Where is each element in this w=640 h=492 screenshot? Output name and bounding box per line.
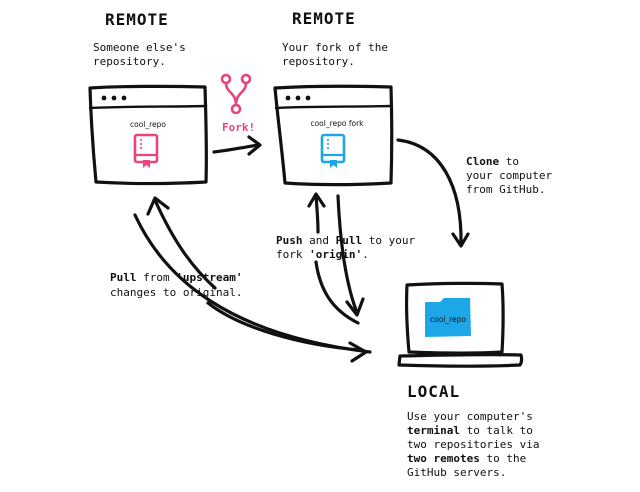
terminal-keyword: terminal: [407, 424, 460, 437]
fork-label: Fork!: [222, 121, 255, 134]
local-folder-icon: cool_repo: [425, 298, 471, 337]
push-pull-note-line2: fork 'origin'.: [276, 248, 369, 261]
clone-arrow: [396, 138, 470, 248]
and-text: and: [303, 234, 336, 247]
window-dot-icon: [111, 95, 117, 101]
upstream-remote-name: 'upstream': [176, 271, 242, 284]
push-pull-note-line1: Push and Pull to your: [276, 234, 415, 247]
local-note-line4-rest: to the: [480, 452, 526, 465]
window-dot-icon: [121, 95, 127, 101]
local-note-line5: GitHub servers.: [407, 466, 506, 479]
local-note-line2-rest: to talk to: [460, 424, 533, 437]
origin-browser-window: cool_repo fork: [273, 84, 394, 187]
fork-arrow: [212, 135, 262, 156]
fork-prefix-text: fork: [276, 248, 309, 261]
push-keyword: Push: [276, 234, 303, 247]
local-note-line4: two remotes to the: [407, 452, 526, 465]
clone-note-line1: Clone to: [466, 155, 519, 168]
upstream-heading: REMOTE: [105, 10, 169, 29]
window-dot-icon: [305, 95, 311, 101]
pull-keyword: Pull: [336, 234, 363, 247]
local-heading: LOCAL: [407, 382, 460, 401]
window-dot-icon: [295, 95, 301, 101]
pull-upstream-keyword: Pull: [110, 271, 137, 284]
upstream-book-icon: [133, 133, 159, 168]
upstream-caption-line2: repository.: [93, 55, 166, 68]
local-note-line3: two repositories via: [407, 438, 539, 451]
upstream-repo-name: cool_repo: [130, 120, 166, 129]
push-pull-arrows: [307, 192, 365, 325]
local-note-line2: terminal to talk to: [407, 424, 533, 437]
from-text: from: [137, 271, 177, 284]
window-dot-icon: [101, 95, 107, 101]
push-pull-note-suffix: .: [362, 248, 369, 261]
pull-upstream-note-line2: changes to original.: [110, 286, 242, 299]
git-fork-icon: [220, 73, 252, 115]
origin-caption-line1: Your fork of the: [282, 41, 388, 54]
origin-remote-name: 'origin': [309, 248, 362, 261]
push-pull-note-line1-rest: to your: [362, 234, 415, 247]
laptop-icon: cool_repo: [397, 281, 524, 368]
origin-caption-line2: repository.: [282, 55, 355, 68]
origin-heading: REMOTE: [292, 9, 356, 28]
upstream-browser-window: cool_repo: [88, 84, 209, 186]
pull-upstream-arrows: [133, 196, 372, 363]
clone-keyword: Clone: [466, 155, 499, 168]
origin-repo-name: cool_repo fork: [310, 119, 364, 128]
two-remotes-keyword: two remotes: [407, 452, 480, 465]
origin-book-icon: [320, 133, 346, 168]
upstream-caption-line1: Someone else's: [93, 41, 186, 54]
window-dot-icon: [285, 95, 291, 101]
clone-note-line2: your computer: [466, 169, 552, 182]
pull-upstream-note-line1: Pull from 'upstream': [110, 271, 242, 284]
local-note-line1: Use your computer's: [407, 410, 533, 423]
local-folder-label: cool_repo: [430, 315, 466, 324]
clone-note-line1-rest: to: [499, 155, 519, 168]
clone-note-line3: from GitHub.: [466, 183, 545, 196]
